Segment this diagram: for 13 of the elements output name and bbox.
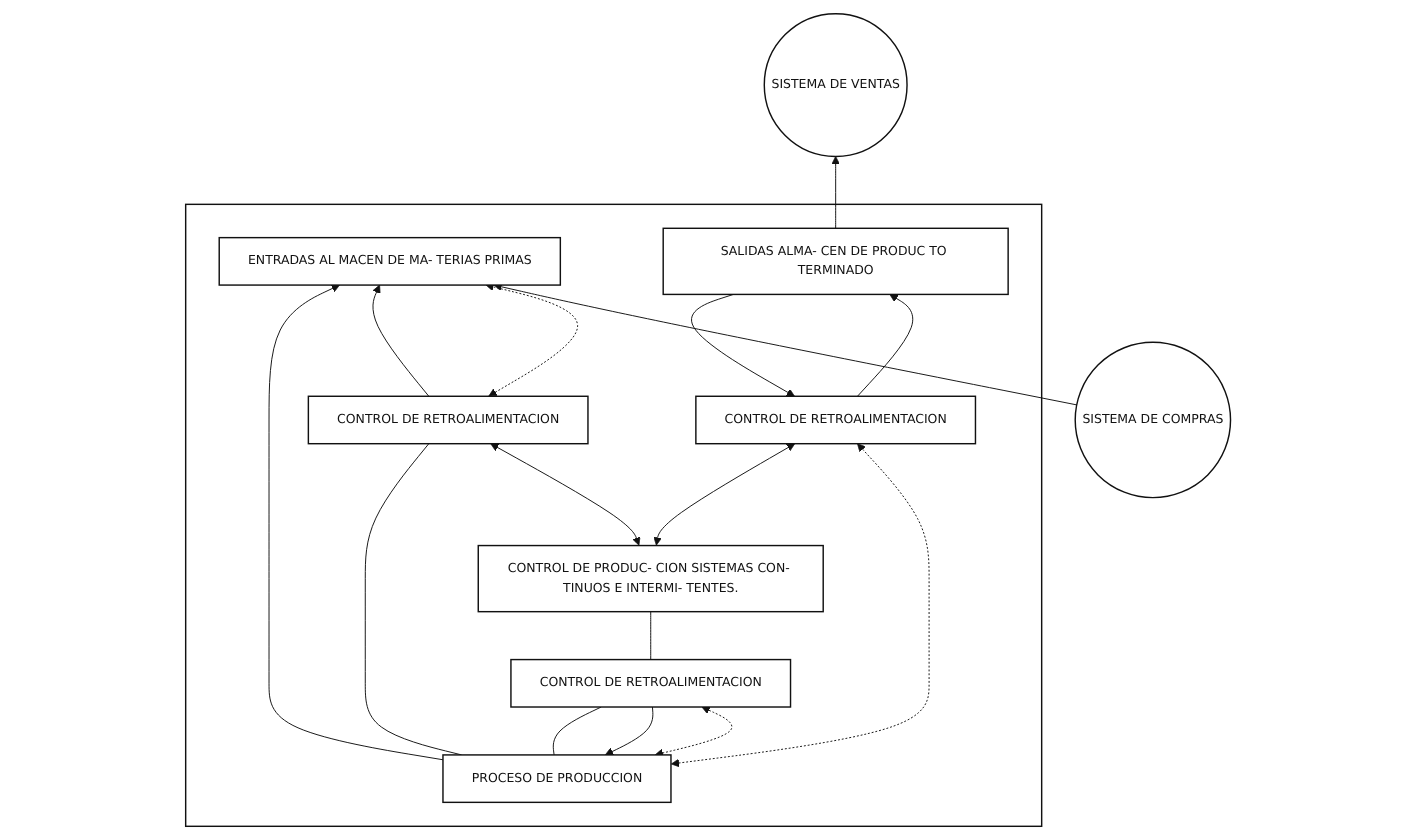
cluster — [184, 203, 1043, 827]
node-box — [510, 658, 792, 708]
node-circle — [763, 12, 908, 158]
node-box — [477, 544, 824, 613]
connector — [364, 443, 462, 756]
node-box — [218, 236, 561, 286]
node-circle — [1074, 341, 1232, 499]
connector — [650, 611, 652, 661]
node-box — [695, 395, 977, 445]
node-box — [442, 754, 672, 804]
node-box — [662, 227, 1009, 296]
connector — [552, 706, 602, 756]
node-box — [307, 395, 589, 445]
